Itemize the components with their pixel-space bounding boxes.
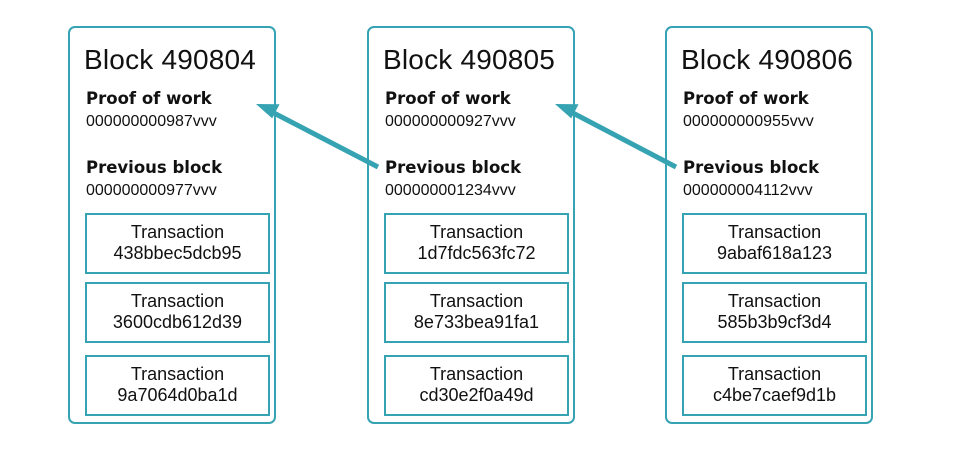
transaction-hash: 9a7064d0ba1d xyxy=(117,385,238,405)
transaction-label: Transaction xyxy=(130,364,225,384)
transaction-label: Transaction xyxy=(429,222,524,242)
transaction-label: Transaction xyxy=(727,222,822,242)
transaction-box: Transaction 438bbec5dcb95 xyxy=(85,213,270,274)
transaction-box: Transaction 9a7064d0ba1d xyxy=(85,355,270,416)
transaction-label: Transaction xyxy=(130,291,225,311)
previous-block-value: 000000001234vvv xyxy=(385,182,516,199)
transaction-hash: 8e733bea91fa1 xyxy=(413,312,540,332)
proof-of-work-label: Proof of work xyxy=(385,89,511,108)
proof-of-work-label: Proof of work xyxy=(86,89,212,108)
previous-block-value: 000000004112vvv xyxy=(683,182,813,199)
transaction-hash: 9abaf618a123 xyxy=(716,243,833,263)
transaction-box: Transaction 3600cdb612d39 xyxy=(85,282,270,343)
proof-of-work-label: Proof of work xyxy=(683,89,809,108)
transaction-box: Transaction cd30e2f0a49d xyxy=(384,355,569,416)
transaction-box: Transaction 9abaf618a123 xyxy=(682,213,867,274)
proof-of-work-value: 000000000987vvv xyxy=(86,113,217,130)
block-title: Block 490805 xyxy=(383,44,556,75)
block-title: Block 490806 xyxy=(681,44,854,75)
transaction-label: Transaction xyxy=(727,291,822,311)
block-card-3: Block 490806 Proof of work 000000000955v… xyxy=(665,26,873,424)
transaction-label: Transaction xyxy=(429,364,524,384)
transaction-hash: c4be7caef9d1b xyxy=(712,385,837,405)
link-arrow-shaft xyxy=(270,109,380,170)
proof-of-work-value: 000000000927vvv xyxy=(385,113,516,130)
previous-block-value: 000000000977vvv xyxy=(86,182,217,199)
transaction-hash: cd30e2f0a49d xyxy=(419,385,534,405)
block-title: Block 490804 xyxy=(84,44,257,75)
transaction-box: Transaction 585b3b9cf3d4 xyxy=(682,282,867,343)
previous-block-label: Previous block xyxy=(385,158,522,177)
transaction-box: Transaction c4be7caef9d1b xyxy=(682,355,867,416)
transaction-label: Transaction xyxy=(429,291,524,311)
previous-block-label: Previous block xyxy=(86,158,223,177)
transaction-hash: 3600cdb612d39 xyxy=(112,312,243,332)
block-card-2: Block 490805 Proof of work 000000000927v… xyxy=(367,26,575,424)
transaction-label: Transaction xyxy=(130,222,225,242)
transaction-hash: 1d7fdc563fc72 xyxy=(417,243,536,263)
transaction-label: Transaction xyxy=(727,364,822,384)
transaction-hash: 438bbec5dcb95 xyxy=(113,243,242,263)
proof-of-work-value: 000000000955vvv xyxy=(683,113,814,130)
transaction-box: Transaction 1d7fdc563fc72 xyxy=(384,213,569,274)
previous-block-label: Previous block xyxy=(683,158,820,177)
block-card-1: Block 490804 Proof of work 000000000987v… xyxy=(68,26,276,424)
transaction-box: Transaction 8e733bea91fa1 xyxy=(384,282,569,343)
link-arrow-shaft xyxy=(569,109,678,170)
transaction-hash: 585b3b9cf3d4 xyxy=(717,312,832,332)
